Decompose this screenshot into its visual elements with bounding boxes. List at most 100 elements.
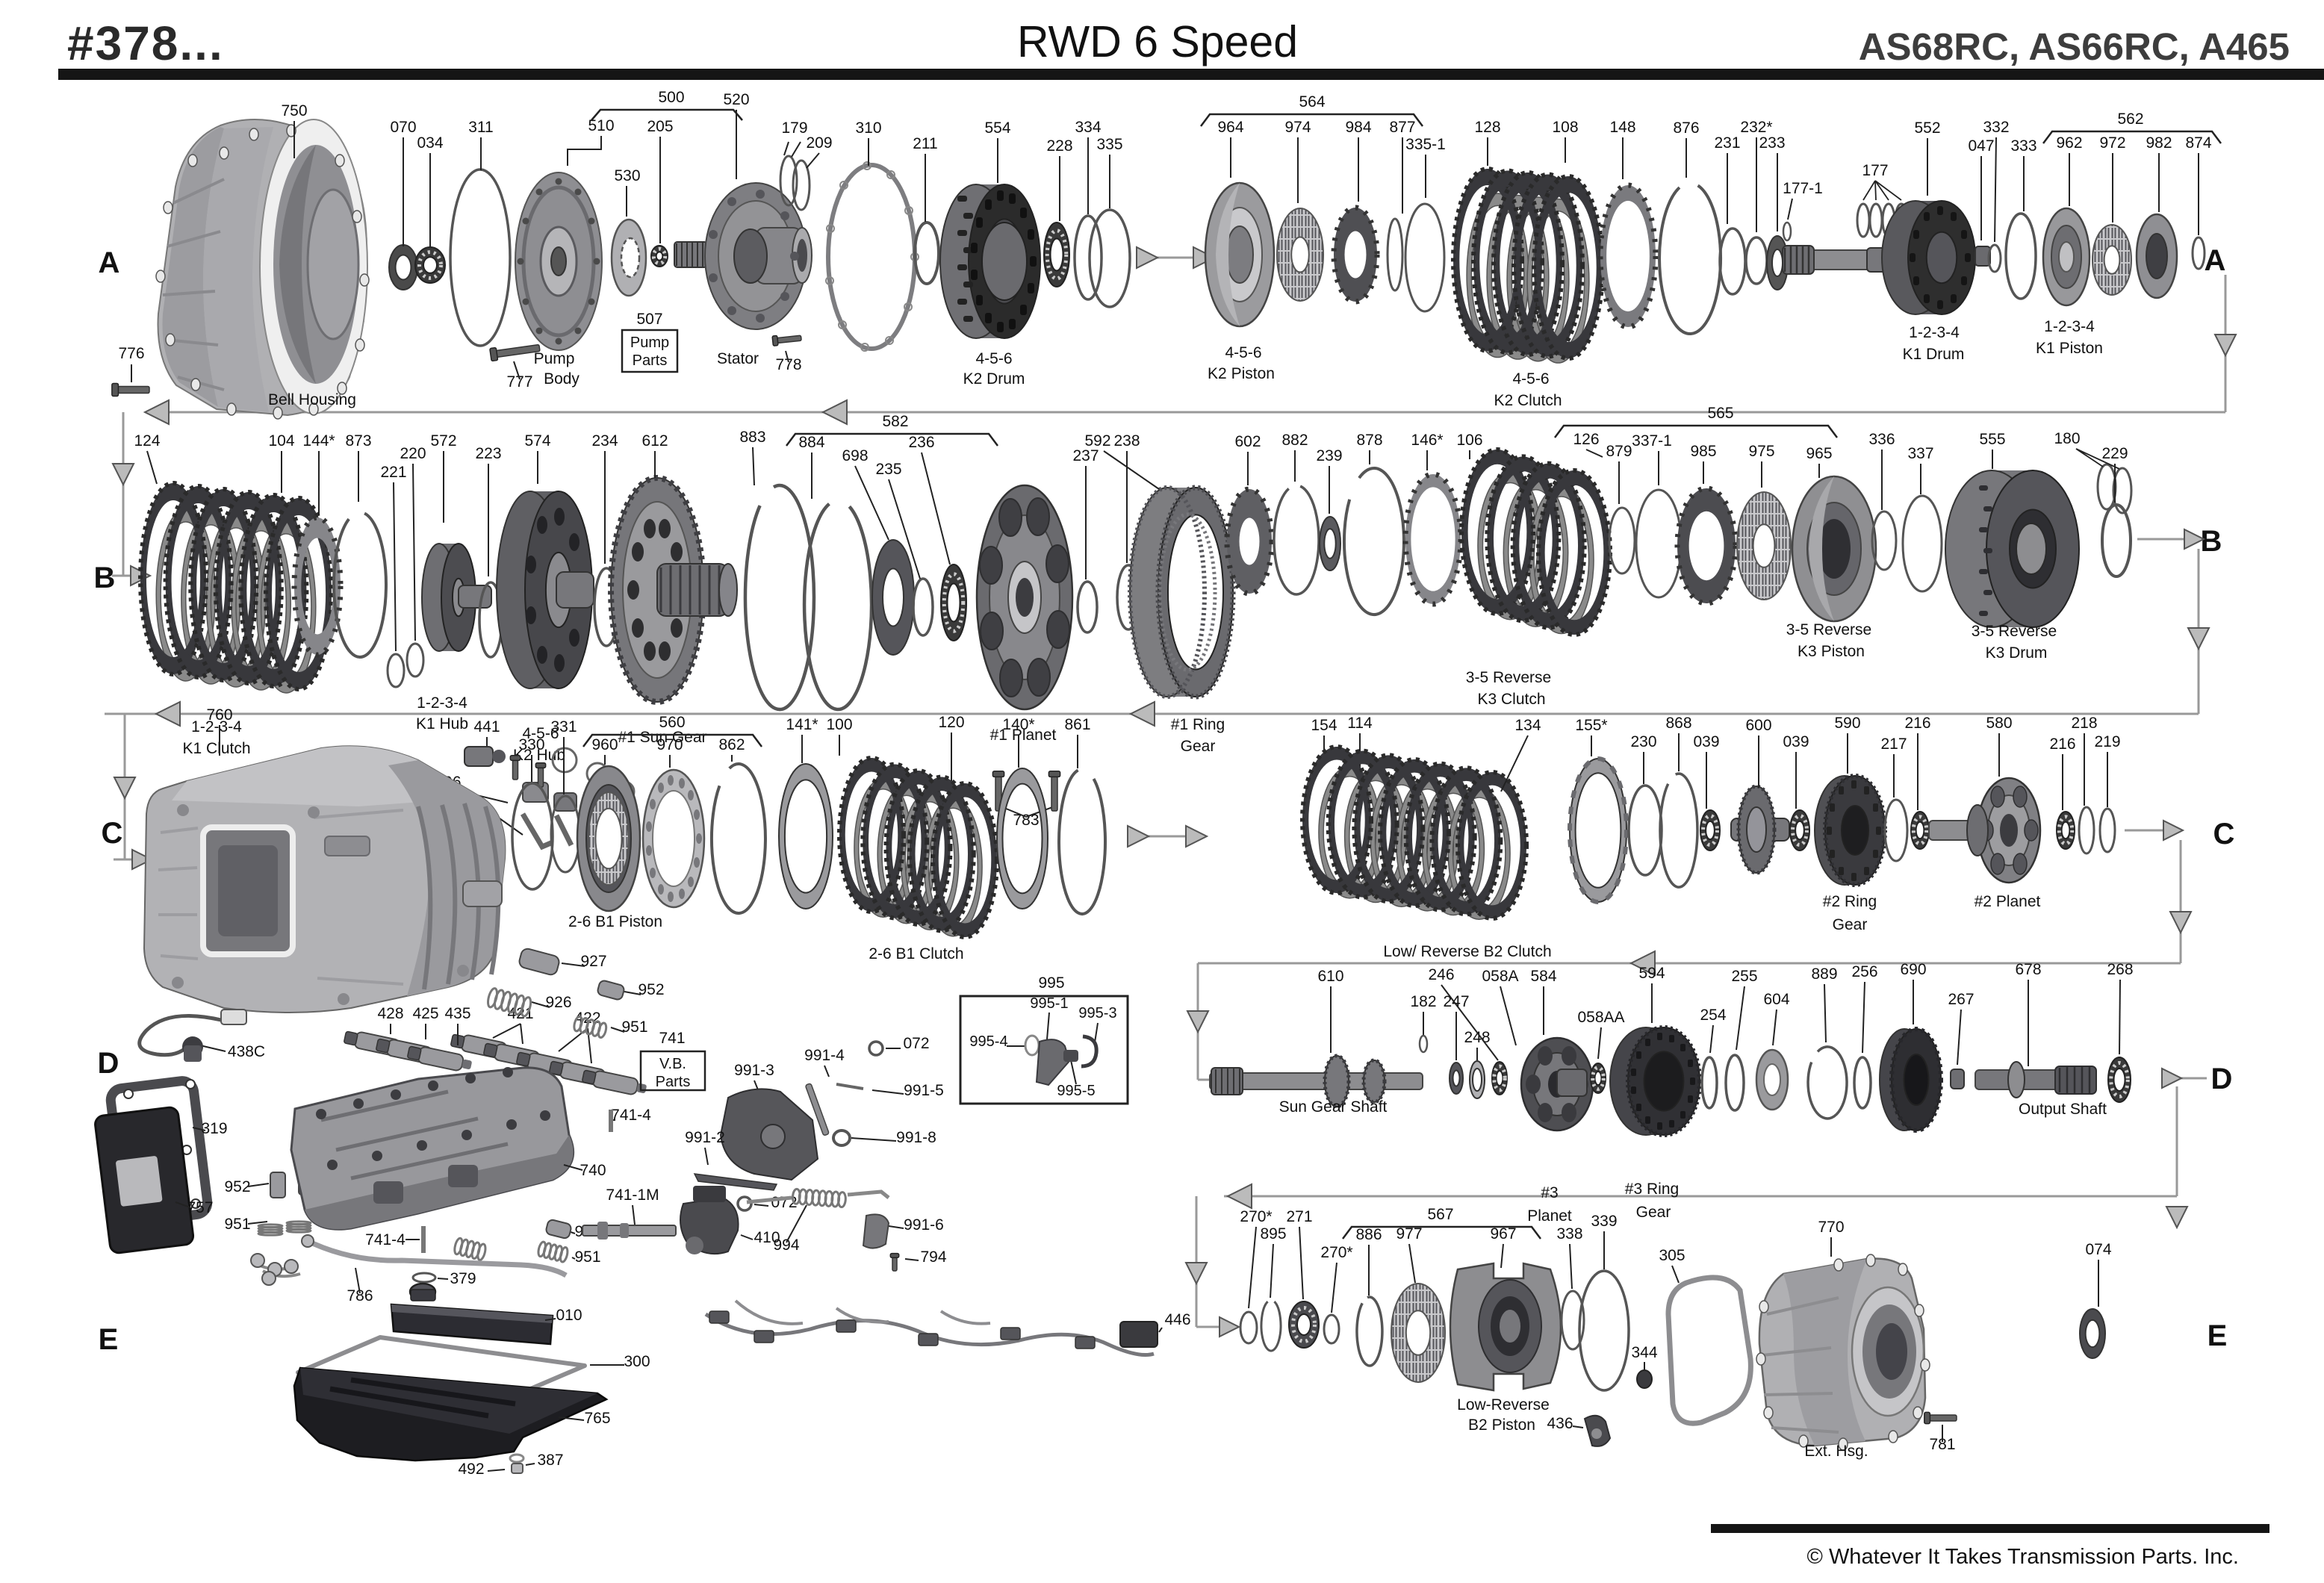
svg-text:K1 Hub: K1 Hub xyxy=(416,715,468,733)
svg-text:927: 927 xyxy=(580,953,606,970)
svg-text:604: 604 xyxy=(1763,991,1789,1008)
svg-text:889: 889 xyxy=(1811,965,1837,983)
svg-text:K1 Piston: K1 Piston xyxy=(2036,340,2103,357)
svg-text:678: 678 xyxy=(2015,961,2041,978)
svg-text:344: 344 xyxy=(1631,1344,1657,1361)
svg-text:584: 584 xyxy=(1530,968,1556,985)
svg-text:234: 234 xyxy=(591,432,618,450)
svg-text:436: 436 xyxy=(1547,1415,1573,1432)
svg-text:Parts: Parts xyxy=(633,352,668,369)
svg-text:126: 126 xyxy=(1573,431,1599,448)
svg-text:794: 794 xyxy=(920,1248,946,1266)
svg-text:#2 Planet: #2 Planet xyxy=(1975,893,2041,910)
svg-text:965: 965 xyxy=(1806,445,1832,462)
svg-text:530: 530 xyxy=(614,167,640,184)
svg-text:148: 148 xyxy=(1609,119,1635,136)
svg-text:177-1: 177-1 xyxy=(1783,180,1823,197)
svg-text:886: 886 xyxy=(1355,1226,1382,1243)
svg-text:564: 564 xyxy=(1299,93,1325,111)
svg-text:972: 972 xyxy=(2099,134,2125,152)
svg-text:074: 074 xyxy=(2085,1241,2111,1258)
svg-text:231: 231 xyxy=(1714,134,1740,152)
svg-text:Gear: Gear xyxy=(1636,1204,1671,1221)
svg-text:A: A xyxy=(2205,244,2226,277)
svg-text:698: 698 xyxy=(842,447,868,464)
svg-text:610: 610 xyxy=(1317,968,1343,985)
svg-text:335-1: 335-1 xyxy=(1405,136,1446,153)
svg-text:124: 124 xyxy=(134,432,160,450)
svg-text:3-5 Reverse: 3-5 Reverse xyxy=(1972,623,2057,640)
svg-text:873: 873 xyxy=(345,432,371,450)
svg-text:995: 995 xyxy=(1038,974,1064,992)
svg-text:235: 235 xyxy=(875,461,901,478)
svg-text:221: 221 xyxy=(380,464,406,481)
svg-text:438C: 438C xyxy=(228,1043,265,1060)
svg-text:134: 134 xyxy=(1514,717,1541,734)
svg-text:995-1: 995-1 xyxy=(1030,995,1068,1012)
svg-text:039: 039 xyxy=(1783,733,1809,750)
svg-text:781: 781 xyxy=(1929,1436,1955,1453)
svg-text:E: E xyxy=(99,1323,119,1356)
svg-text:108: 108 xyxy=(1552,119,1578,136)
svg-text:331: 331 xyxy=(550,718,577,735)
svg-text:246: 246 xyxy=(1428,966,1454,983)
svg-text:#3 Ring: #3 Ring xyxy=(1625,1181,1679,1198)
svg-text:146*: 146* xyxy=(1411,432,1443,449)
svg-text:#1 Planet: #1 Planet xyxy=(990,727,1057,744)
svg-text:311: 311 xyxy=(468,119,493,136)
svg-text:1-2-3-4: 1-2-3-4 xyxy=(1909,324,1960,341)
svg-text:500: 500 xyxy=(658,89,684,106)
svg-text:335: 335 xyxy=(1096,136,1122,153)
svg-text:995-4: 995-4 xyxy=(969,1033,1007,1050)
svg-text:594: 594 xyxy=(1638,965,1665,982)
svg-text:962: 962 xyxy=(2056,134,2082,152)
svg-text:975: 975 xyxy=(1748,443,1774,460)
svg-text:100: 100 xyxy=(826,716,852,733)
svg-text:567: 567 xyxy=(1427,1206,1453,1223)
svg-text:770: 770 xyxy=(1818,1219,1844,1236)
svg-text:#3: #3 xyxy=(1541,1184,1558,1201)
svg-text:4-5-6: 4-5-6 xyxy=(1512,370,1549,388)
svg-text:951: 951 xyxy=(224,1216,250,1233)
svg-text:155*: 155* xyxy=(1575,717,1607,734)
svg-text:1-2-3-4: 1-2-3-4 xyxy=(191,718,242,735)
svg-text:2-6 B1 Clutch: 2-6 B1 Clutch xyxy=(869,945,963,962)
svg-text:3-5 Reverse: 3-5 Reverse xyxy=(1786,621,1871,638)
svg-text:177: 177 xyxy=(1862,162,1888,179)
svg-text:238: 238 xyxy=(1113,432,1140,450)
svg-text:216: 216 xyxy=(2049,735,2075,753)
svg-text:977: 977 xyxy=(1396,1225,1422,1243)
svg-text:985: 985 xyxy=(1690,443,1716,460)
svg-text:228: 228 xyxy=(1046,137,1072,155)
svg-text:211: 211 xyxy=(913,135,937,152)
svg-text:862: 862 xyxy=(718,736,745,753)
svg-text:960: 960 xyxy=(591,736,618,753)
svg-text:182: 182 xyxy=(1410,993,1436,1010)
svg-text:4-5-6: 4-5-6 xyxy=(975,350,1012,367)
svg-text:741-4: 741-4 xyxy=(611,1107,651,1124)
svg-text:#1 Sun Gear: #1 Sun Gear xyxy=(618,729,706,746)
svg-text:1-2-3-4: 1-2-3-4 xyxy=(2044,318,2095,335)
svg-text:Pump: Pump xyxy=(630,335,669,351)
svg-text:300: 300 xyxy=(624,1353,650,1370)
svg-text:010: 010 xyxy=(556,1307,582,1324)
svg-text:964: 964 xyxy=(1217,119,1243,136)
svg-text:554: 554 xyxy=(984,119,1010,137)
svg-text:Gear: Gear xyxy=(1833,916,1868,933)
svg-text:592: 592 xyxy=(1084,432,1110,450)
svg-text:141*: 141* xyxy=(786,716,818,733)
svg-text:765: 765 xyxy=(584,1410,610,1427)
svg-text:237: 237 xyxy=(1072,447,1099,464)
svg-text:336: 336 xyxy=(1868,431,1895,448)
svg-text:267: 267 xyxy=(1948,991,1974,1008)
svg-text:387: 387 xyxy=(537,1452,563,1469)
svg-text:Pump: Pump xyxy=(534,350,575,367)
svg-text:229: 229 xyxy=(2101,445,2128,462)
svg-text:492: 492 xyxy=(458,1461,484,1478)
svg-text:338: 338 xyxy=(1556,1225,1582,1243)
svg-text:271: 271 xyxy=(1286,1208,1312,1225)
svg-text:951: 951 xyxy=(621,1018,647,1036)
svg-text:333: 333 xyxy=(2010,137,2036,155)
svg-text:741: 741 xyxy=(659,1030,685,1047)
svg-text:1-2-3-4: 1-2-3-4 xyxy=(417,694,467,712)
